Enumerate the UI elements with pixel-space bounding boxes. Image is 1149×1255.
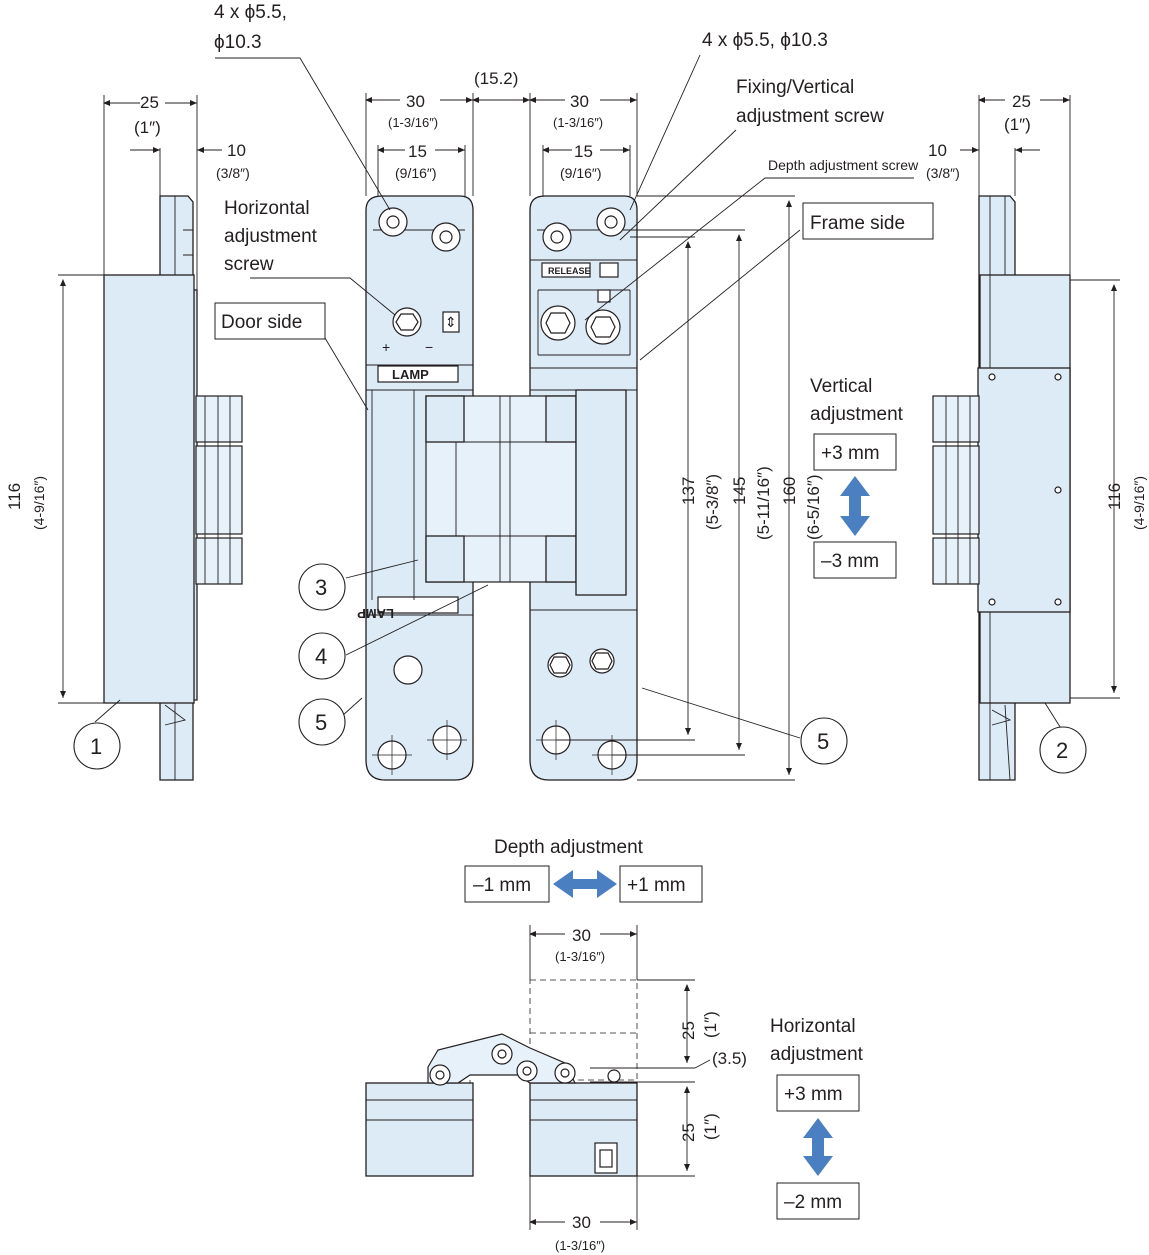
dim-25-top-upper-in: (1″) [701, 1011, 720, 1038]
horizontal-adjust-arrow-icon [803, 1118, 833, 1176]
dim-116-left: 116 [5, 483, 24, 510]
dimension-lines [58, 93, 1120, 781]
dim-116-left-in: (4-9/16″) [31, 476, 47, 530]
vertical-adjust-arrow-icon [840, 476, 870, 536]
callout-2: 2 [1039, 726, 1087, 774]
dim-137: 137 [679, 477, 698, 505]
dim-160: 160 [780, 477, 799, 505]
horizontal-minus-box [776, 1182, 860, 1220]
lamp-logo-top: LAMP [392, 367, 429, 382]
frame-side-box [802, 202, 934, 240]
svg-text:1: 1 [90, 734, 102, 759]
dim-25-top-upper: 25 [679, 1021, 698, 1040]
svg-text:4: 4 [315, 644, 327, 669]
frame-side-label: Frame side [810, 213, 905, 234]
svg-text:5: 5 [315, 710, 327, 735]
side-view-door [103, 195, 243, 781]
dim-10-left-in: (3/8″) [216, 165, 250, 181]
dim-160-in: (6-5/16″) [804, 474, 823, 540]
dim-145-in: (5-11/16″) [754, 466, 773, 540]
dim-30-frame: 30 [570, 92, 589, 111]
screw-spec-left-line1: 4 x ϕ5.5, [214, 2, 287, 23]
dim-30-top-in: (1-3/16″) [555, 949, 605, 964]
screw-spec-left-line2: ϕ10.3 [214, 32, 262, 53]
fixing-vertical-label-2: adjustment screw [736, 106, 884, 127]
dim-30-frame-in: (1-3/16″) [553, 115, 603, 130]
depth-plus-box [619, 865, 703, 903]
dim-10-left: 10 [227, 141, 246, 160]
depth-adj-label: Depth adjustment [494, 837, 644, 858]
depth-screw-label: Depth adjustment screw [768, 157, 919, 173]
callout-5-door: 5 [298, 698, 346, 746]
vertical-adj-label-1: Vertical [810, 376, 872, 397]
dim-15-frame: 15 [574, 142, 593, 161]
dim-15-door: 15 [408, 142, 427, 161]
dim-gap: (15.2) [474, 69, 518, 88]
dim-3-5: (3.5) [712, 1049, 747, 1068]
callout-4: 4 [298, 632, 346, 680]
horiz-screw-label-3: screw [224, 254, 274, 275]
top-view: 30 (1-3/16″) (3.5) 25 (1″) 25 (1″) 30 (1… [365, 925, 747, 1253]
callout-3: 3 [298, 563, 346, 611]
svg-text:5: 5 [817, 729, 829, 754]
dim-30-top: 30 [572, 926, 591, 945]
callout-1: 1 [73, 722, 121, 770]
dim-30-bottom-in: (1-3/16″) [555, 1238, 605, 1253]
front-view-door-part: + − ⇕ LAMP LAMP [357, 195, 474, 781]
horiz-screw-label-1: Horizontal [224, 198, 310, 219]
minus-sign: − [425, 339, 433, 355]
depth-adjust-arrow-icon [553, 870, 617, 898]
side-view-frame [932, 195, 1071, 781]
dim-25-top-lower: 25 [679, 1123, 698, 1142]
dim-25-left-in: (1″) [134, 118, 161, 137]
vertical-plus-box [813, 433, 897, 471]
plus-sign: + [382, 339, 390, 355]
dim-145: 145 [730, 477, 749, 505]
dim-30-door-in: (1-3/16″) [388, 115, 438, 130]
dim-25-left: 25 [140, 93, 159, 112]
dim-25-top-lower-in: (1″) [701, 1113, 720, 1140]
horizontal-adj-label-1: Horizontal [770, 1016, 856, 1037]
adjust-arrow-icon: ⇕ [445, 314, 457, 330]
depth-minus-box [464, 865, 550, 903]
dim-30-bottom: 30 [572, 1213, 591, 1232]
svg-text:3: 3 [315, 575, 327, 600]
dim-30-door: 30 [406, 92, 425, 111]
vertical-plus: +3 mm [821, 443, 880, 464]
fixing-vertical-label-1: Fixing/Vertical [736, 77, 854, 98]
horizontal-minus: –2 mm [784, 1192, 842, 1213]
dim-15-door-in: (9/16″) [395, 165, 437, 181]
dim-10-right-in: (3/8″) [926, 165, 960, 181]
depth-plus: +1 mm [627, 875, 686, 896]
dim-15-frame-in: (9/16″) [560, 165, 602, 181]
dim-10-right: 10 [928, 141, 947, 160]
dim-25-right: 25 [1012, 92, 1031, 111]
vertical-minus: –3 mm [821, 551, 879, 572]
release-label: RELEASE [548, 266, 591, 276]
vertical-minus-box [813, 541, 897, 579]
dim-116-right: 116 [1105, 483, 1124, 510]
lamp-logo-bottom: LAMP [357, 606, 394, 621]
screw-spec-right: 4 x ϕ5.5, ϕ10.3 [702, 30, 828, 51]
hinge-arm-mechanism [425, 389, 627, 596]
dim-116-right-in: (4-9/16″) [1131, 476, 1147, 530]
vertical-adj-label-2: adjustment [810, 404, 904, 425]
horizontal-plus-box [776, 1074, 860, 1112]
dim-25-right-in: (1″) [1004, 115, 1031, 134]
door-side-box [214, 302, 326, 340]
horizontal-adj-label-2: adjustment [770, 1044, 864, 1065]
svg-text:2: 2 [1056, 738, 1068, 763]
door-side-label: Door side [221, 312, 302, 333]
callout-5-frame: 5 [800, 717, 848, 765]
horizontal-plus: +3 mm [784, 1084, 843, 1105]
horiz-screw-label-2: adjustment [224, 226, 318, 247]
leader-lines [94, 54, 1063, 739]
dim-137-in: (5-3/8″) [703, 474, 722, 530]
depth-minus: –1 mm [473, 875, 531, 896]
